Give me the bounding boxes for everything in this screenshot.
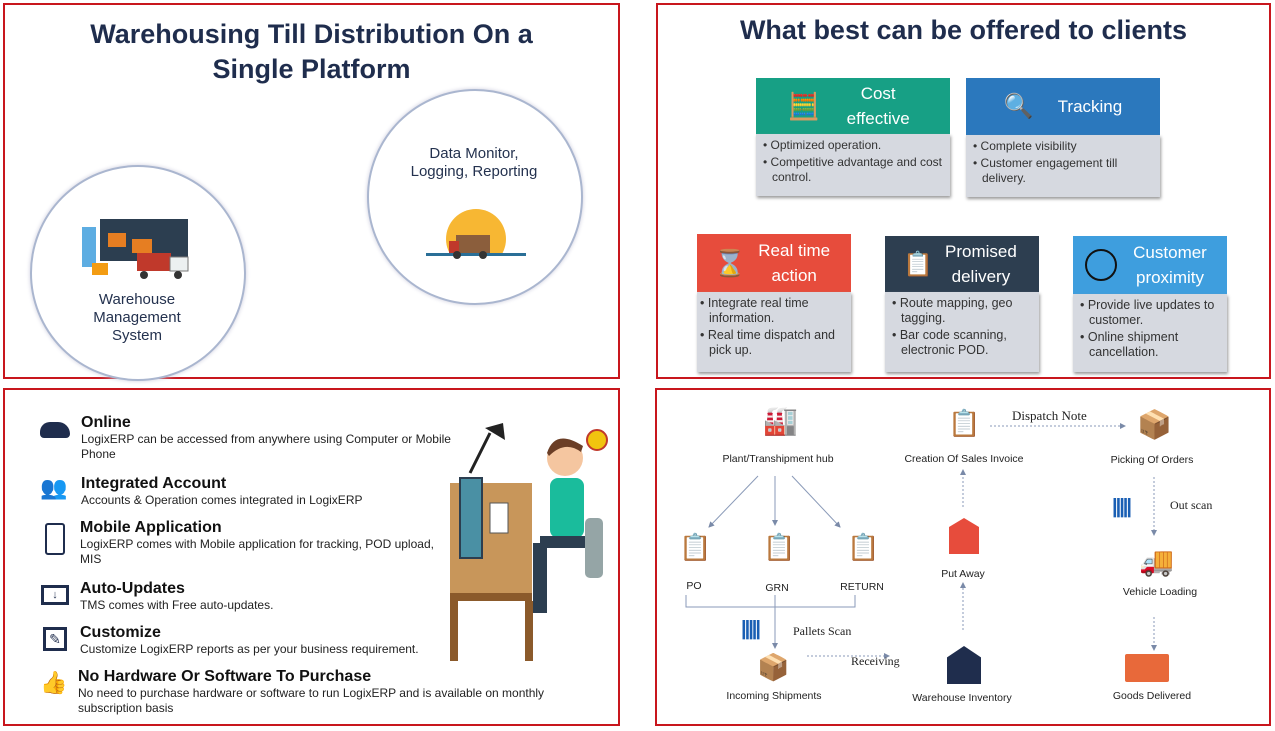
panel-flow-diagram: 🏭 Plant/Transhipment hub 📋 Creation Of S…	[655, 388, 1271, 726]
warehouse-illustration	[82, 219, 189, 279]
incoming-boxes-icon: 📦	[757, 652, 790, 682]
feature-title: No Hardware Or Software To Purchase	[78, 668, 372, 685]
flow-connectors	[685, 423, 1157, 659]
barcode-scan-icon: |||||	[1112, 496, 1132, 518]
bullet: • Real time dispatch and pick up.	[700, 328, 836, 357]
user-icon	[1085, 249, 1117, 281]
node-picking: Picking Of Orders	[1110, 454, 1194, 466]
calculator-icon: 🧮	[787, 90, 821, 121]
card-cost-effective: 🧮Cost effective • Optimized operation.• …	[756, 78, 950, 196]
card-customer-proximity: Customer proximity • Provide live update…	[1073, 236, 1227, 372]
panel-single-platform: Warehousing Till Distribution On a Singl…	[3, 3, 620, 381]
bullet: • Customer engagement till delivery.	[973, 156, 1118, 185]
card-real-time-action: ⌛ Real time action • Integrate real time …	[697, 234, 851, 372]
thumbs-up-icon: 👍	[40, 670, 68, 695]
node-plant: Plant/Transhipment hub	[722, 453, 834, 465]
bullet: • Competitive advantage and cost control…	[763, 155, 942, 184]
bullet: • Optimized operation.	[763, 138, 882, 152]
node-po: PO	[686, 580, 702, 592]
panel-title: Warehousing Till Distribution On a Singl…	[5, 17, 618, 87]
tablet-icon	[45, 523, 65, 555]
card-title: Customer proximity	[1133, 243, 1207, 287]
feature-desc: LogixERP can be accessed from anywhere u…	[81, 432, 451, 461]
po-clipboard-icon: 📋	[679, 532, 712, 562]
circle-wms: Warehouse Management System	[30, 165, 246, 381]
card-promised-delivery: 📋 Promised delivery • Route mapping, geo …	[885, 236, 1039, 372]
edge-receiving: Receiving	[851, 654, 900, 668]
title-line-2: Single Platform	[212, 54, 411, 84]
panel-offerings: What best can be offered to clients 🧮 Cos…	[656, 3, 1271, 379]
card-title: Promised delivery	[945, 242, 1017, 286]
edge-dispatch-note: Dispatch Note	[1012, 408, 1087, 423]
monitor-download-icon: ↓	[41, 585, 69, 605]
grn-clipboard-icon: 📋	[763, 532, 796, 562]
hourglass-icon: ⌛	[713, 247, 747, 278]
node-incoming: Incoming Shipments	[726, 690, 822, 702]
invoice-clipboard-icon: 📋	[948, 408, 981, 438]
bullet: • Integrate real time information.	[700, 296, 809, 325]
search-cart-icon: 🔍	[1003, 93, 1034, 120]
clipboard-icon: 📋	[903, 250, 933, 278]
card-title: Tracking	[1057, 97, 1123, 116]
return-clipboard-icon: 📋	[847, 532, 880, 562]
person-at-desk-illustration	[450, 423, 608, 661]
cloud-icon	[40, 422, 70, 438]
feature-title: Customize	[80, 624, 161, 641]
node-delivered: Goods Delivered	[1112, 690, 1192, 702]
node-inventory: Warehouse Inventory	[912, 692, 1012, 704]
title-line-1: Warehousing Till Distribution On a	[90, 19, 533, 49]
node-putaway: Put Away	[941, 568, 985, 580]
card-body: • Integrate real time information. • Real…	[697, 292, 851, 372]
edge-pallets-scan: Pallets Scan	[793, 624, 852, 638]
card-body: • Route mapping, geo tagging. • Bar code …	[885, 292, 1039, 372]
warehouse-red-icon	[949, 518, 979, 554]
boxes-icon: 📦	[1137, 409, 1172, 440]
feature-title: Auto-Updates	[80, 580, 185, 597]
card-body: • Provide live updates to customer. • Onl…	[1073, 294, 1227, 372]
feature-title: Integrated Account	[81, 475, 227, 492]
feature-desc: TMS comes with Free auto-updates.	[80, 598, 274, 612]
card-header: 🧮 Cost effective	[756, 78, 950, 134]
node-vehicle: Vehicle Loading	[1122, 586, 1198, 598]
bullet: • Bar code scanning, electronic POD.	[892, 328, 1007, 357]
feature-desc: LogixERP comes with Mobile application f…	[80, 537, 434, 566]
card-body: • Complete visibility • Customer engageme…	[966, 135, 1160, 197]
circle-data-monitor: Data Monitor, Logging, Reporting	[367, 89, 583, 305]
feature-title: Online	[81, 414, 131, 431]
feature-desc: Customize LogixERP reports as per your b…	[80, 642, 419, 656]
node-return: RETURN	[840, 581, 884, 593]
bullet: • Complete visibility	[973, 139, 1077, 153]
edit-icon: ✎	[43, 627, 67, 651]
truck-icon: 🚚	[1139, 546, 1174, 577]
card-title: Cost effective	[846, 84, 910, 128]
bullet: • Route mapping, geo tagging.	[892, 296, 1013, 325]
users-icon: 👥	[40, 475, 68, 500]
feature-desc: Accounts & Operation comes integrated in…	[81, 493, 363, 507]
card-tracking: 🔍 Tracking • Complete visibility • Custome…	[966, 78, 1160, 197]
panel-title: What best can be offered to clients	[739, 15, 1188, 45]
delivery-truck-icon	[1125, 654, 1169, 682]
sunset-truck-illustration	[421, 209, 531, 271]
feature-desc: No need to purchase hardware or software…	[78, 686, 545, 715]
node-grn: GRN	[765, 582, 789, 594]
bullet: • Provide live updates to customer.	[1080, 298, 1215, 327]
barcode-scan-icon: |||||	[741, 618, 761, 640]
card-title: Real time action	[758, 241, 831, 285]
bullet: • Online shipment cancellation.	[1080, 330, 1179, 359]
circle-label: Data Monitor, Logging, Reporting	[410, 145, 538, 180]
card-body: • Optimized operation. • Competitive adva…	[756, 134, 950, 196]
circle-label: Warehouse Management System	[93, 291, 181, 344]
edge-out-scan: Out scan	[1170, 498, 1213, 512]
node-invoice: Creation Of Sales Invoice	[904, 453, 1024, 465]
factory-icon: 🏭	[763, 405, 798, 436]
feature-title: Mobile Application	[80, 519, 222, 536]
